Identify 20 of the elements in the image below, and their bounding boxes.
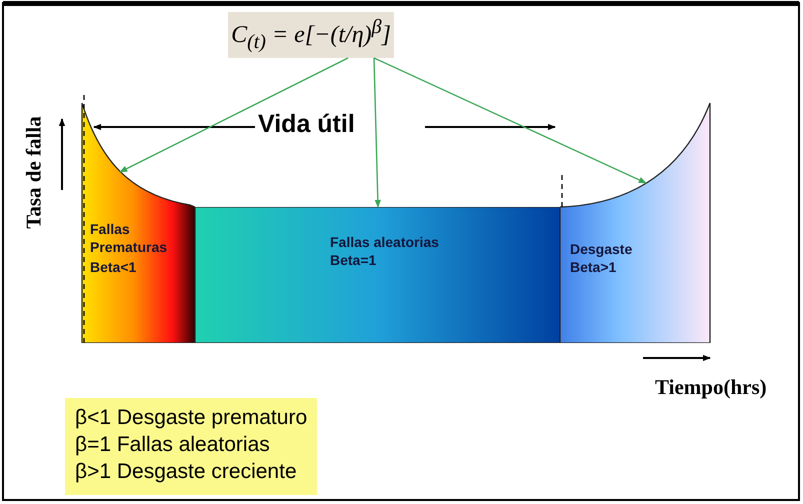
random-failure-region — [195, 207, 560, 343]
arrow — [373, 58, 381, 208]
early-failure-region — [80, 100, 195, 343]
weibull-formula: C$_{(t)}$ = e[−(t/η)$^{β}$] — [231, 16, 391, 54]
region-label: Fallas aleatorias — [330, 233, 440, 251]
dimension-label: Vida útil — [258, 110, 355, 139]
beta-label: Beta=1 — [330, 251, 378, 269]
beta-label: Beta<1 — [90, 258, 138, 276]
region-label: Desgaste — [570, 240, 634, 258]
note-text: β<1 Desgaste prematuro — [75, 405, 307, 431]
beta-label: Beta>1 — [570, 258, 618, 276]
note-text: β>1 Desgaste creciente — [75, 459, 298, 485]
wear-out-region — [560, 100, 712, 343]
axis-label: Tiempo(hrs) — [655, 375, 767, 400]
note-box — [65, 398, 317, 495]
note-text: β=1 Fallas aleatorias — [75, 432, 271, 458]
arrow — [119, 57, 348, 173]
region-label: Fallas Prematuras — [90, 220, 168, 256]
arrow — [374, 57, 647, 184]
axis-label: Tasa de falla — [22, 116, 47, 229]
